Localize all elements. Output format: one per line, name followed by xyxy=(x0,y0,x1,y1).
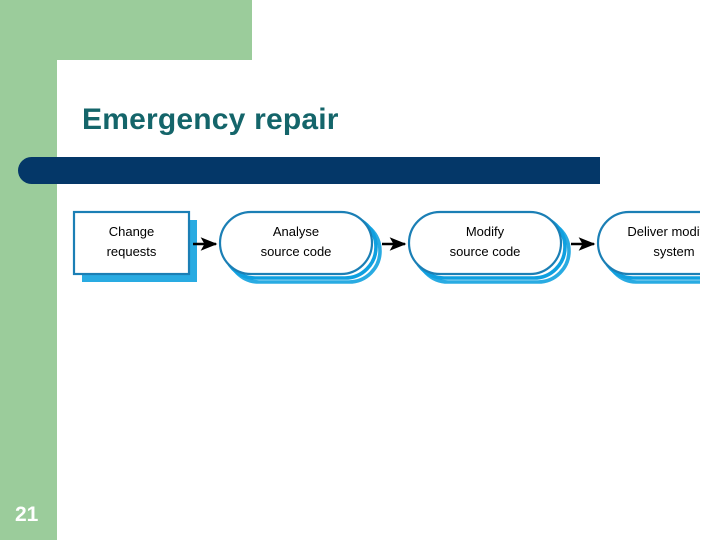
diagram-node-label: system xyxy=(653,244,694,259)
diagram-node-analyse-source-code: Analyse source code xyxy=(218,210,382,284)
title-rule xyxy=(18,157,600,184)
page-number: 21 xyxy=(15,503,39,526)
sidebar-accent-band xyxy=(0,0,57,540)
diagram-node-label: source code xyxy=(261,244,332,259)
content-panel xyxy=(57,60,720,540)
diagram-node-label: Modify xyxy=(466,224,505,239)
diagram-node-label: source code xyxy=(450,244,521,259)
page-title: Emergency repair xyxy=(82,103,339,136)
top-accent-band xyxy=(0,0,252,60)
diagram-node-label: Deliver modified xyxy=(627,224,700,239)
diagram-node-change-requests: Change requests xyxy=(72,210,197,282)
diagram-node-modify-source-code: Modify source code xyxy=(407,210,571,284)
diagram-node-label: Change xyxy=(109,224,155,239)
diagram-node-label: requests xyxy=(107,244,157,259)
diagram-node-label: Analyse xyxy=(273,224,319,239)
diagram-node-deliver-modified-system: Deliver modified system xyxy=(596,210,700,284)
emergency-repair-flow-diagram: Change requests Analyse source code Modi xyxy=(60,198,700,290)
